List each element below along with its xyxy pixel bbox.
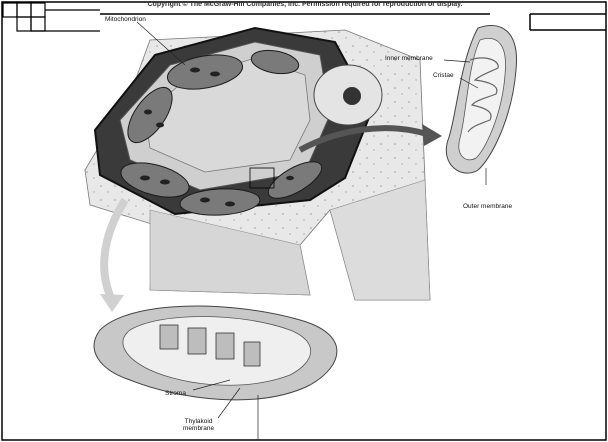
label-thylakoid-membrane: Thylakoid membrane (183, 418, 214, 433)
label-outer-membrane: Outer membrane (463, 203, 512, 210)
label-cristae: Cristae (433, 72, 454, 79)
label-inner-membrane: Inner membrane (385, 55, 433, 62)
copyright-notice: Copyright © The McGraw-Hill Companies, I… (120, 1, 490, 8)
label-mitochondrion: Mitochondrion (105, 16, 146, 23)
label-stroma: Stroma (165, 390, 186, 397)
